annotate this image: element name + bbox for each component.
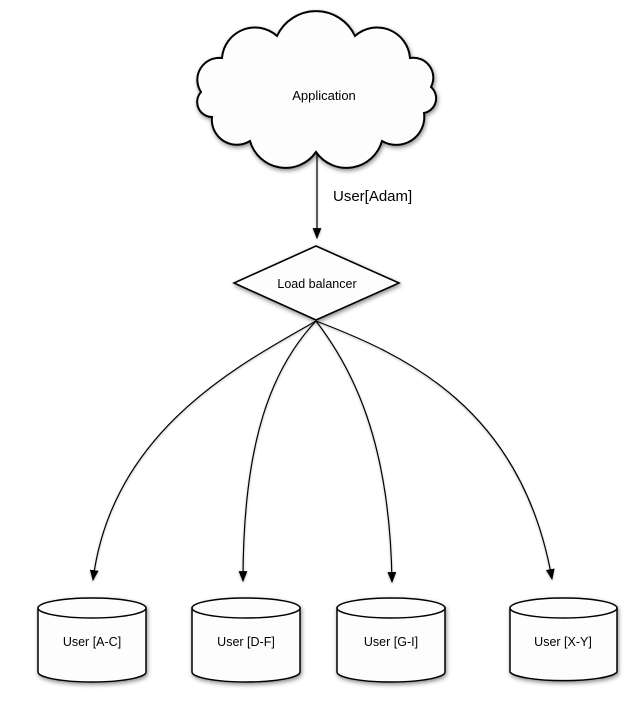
node-db-user-a-c: User [A-C] (37, 597, 147, 683)
diamond-shape (232, 245, 401, 321)
edge-load-balancer-to-db-user-x-y (315, 320, 555, 581)
edge-load-balancer-to-db-user-d-f (238, 320, 317, 583)
node-label-db-user-a-c: User [A-C] (63, 635, 121, 649)
cylinder-shape (336, 607, 446, 683)
node-load-balancer: Load balancer (232, 245, 401, 321)
node-db-user-g-i: User [G-I] (336, 597, 446, 683)
node-db-user-d-f: User [D-F] (191, 597, 301, 683)
edge-load-balancer-to-db-user-a-c (89, 320, 317, 582)
edge-group (89, 154, 555, 584)
cylinder-top (37, 597, 147, 619)
node-label-db-user-x-y: User [X-Y] (534, 635, 592, 649)
node-label-db-user-g-i: User [G-I] (364, 635, 418, 649)
node-label-load-balancer: Load balancer (277, 277, 356, 291)
node-db-user-x-y: User [X-Y] (509, 597, 618, 682)
cylinder-top (336, 597, 446, 619)
node-label-application: Application (292, 88, 356, 103)
cloud-shape (196, 10, 438, 169)
edge-label-user-adam: User[Adam] (333, 188, 412, 205)
cylinder-top (191, 597, 301, 619)
cylinder-shape (509, 607, 618, 682)
node-application: Application (196, 10, 438, 169)
cylinder-shape (37, 607, 147, 683)
cylinder-shape (191, 607, 301, 683)
cylinder-top (509, 597, 618, 619)
edge-load-balancer-to-db-user-g-i (315, 320, 397, 584)
node-label-db-user-d-f: User [D-F] (217, 635, 275, 649)
